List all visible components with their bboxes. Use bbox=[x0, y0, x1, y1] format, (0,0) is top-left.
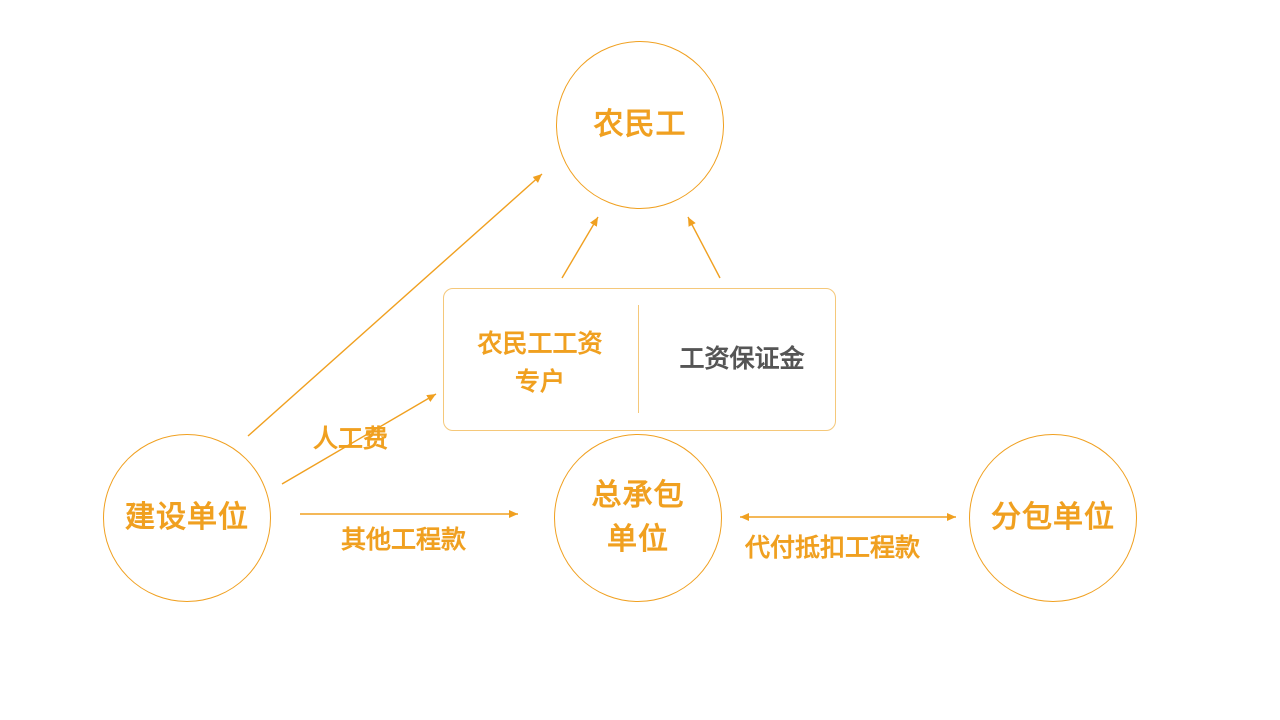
node-construction-unit: 建设单位 bbox=[103, 434, 271, 602]
arrow-construction-to-workers bbox=[247, 173, 543, 437]
node-subcontractor-label: 分包单位 bbox=[991, 500, 1115, 535]
account-box bbox=[443, 288, 836, 431]
node-migrant-workers-label: 农民工 bbox=[593, 107, 687, 142]
arrow-wage-account-to-workers bbox=[561, 216, 599, 279]
node-subcontractor: 分包单位 bbox=[969, 434, 1137, 602]
node-general-contractor: 总承包 单位 bbox=[554, 434, 722, 602]
account-divider bbox=[638, 305, 639, 413]
node-general-contractor-label: 总承包 单位 bbox=[591, 478, 685, 557]
edge-label-other-payments: 其他工程款 bbox=[341, 525, 467, 554]
arrow-construction-to-wage-account bbox=[281, 393, 437, 485]
node-construction-unit-label: 建设单位 bbox=[125, 500, 249, 535]
arrow-wage-deposit-to-workers bbox=[687, 216, 721, 279]
wage-account-label: 农民工工资 专户 bbox=[477, 329, 603, 396]
wage-deposit-label: 工资保证金 bbox=[679, 344, 805, 373]
edge-label-labor-cost: 人工费 bbox=[313, 424, 389, 453]
edge-label-proxy-payment: 代付抵扣工程款 bbox=[745, 533, 921, 562]
node-migrant-workers: 农民工 bbox=[556, 41, 724, 209]
